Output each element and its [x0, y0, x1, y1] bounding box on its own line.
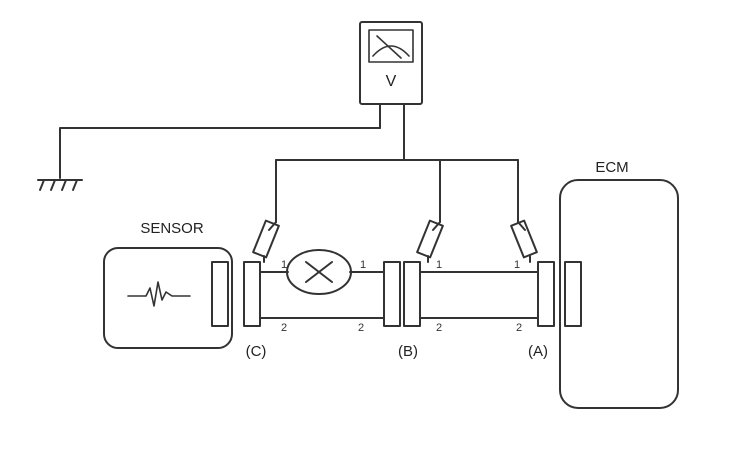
voltmeter-body [359, 21, 423, 105]
terminal-b-2-left: 2 [358, 322, 364, 334]
probe-a [510, 219, 538, 263]
sensor-connector [211, 261, 229, 327]
sensor-label: SENSOR [140, 220, 204, 237]
signal-waveform-icon [127, 281, 191, 307]
terminal-a-2: 2 [516, 322, 522, 334]
connector-b [383, 261, 421, 327]
meter-leads [59, 103, 519, 223]
connector-b-label: (B) [398, 343, 418, 360]
terminal-b-2: 2 [436, 322, 442, 334]
sensor: SENSOR [103, 220, 233, 349]
connector-c [243, 261, 261, 327]
voltmeter: V [359, 21, 423, 105]
voltmeter-needle [376, 35, 402, 59]
terminal-b-1: 1 [436, 259, 442, 271]
ecm-label: ECM [595, 159, 628, 176]
connector-labels: (C) (B) (A) [246, 343, 548, 360]
ecm-connector [564, 261, 582, 327]
voltmeter-dial [368, 29, 414, 63]
probe-b [416, 219, 444, 263]
ground-icon [37, 179, 83, 191]
voltmeter-scale-arc [372, 45, 410, 57]
terminal-c-2: 2 [281, 322, 287, 334]
harness-wires [259, 271, 539, 319]
connector-a-label: (A) [528, 343, 548, 360]
ecm-body [559, 179, 679, 409]
open-circuit-icon [286, 249, 352, 295]
terminal-labels: 1 1 1 1 2 2 2 2 [281, 259, 522, 334]
ecm: ECM [559, 159, 679, 409]
terminal-b-1-left: 1 [360, 259, 366, 271]
terminal-c-1: 1 [281, 259, 287, 271]
connector-a [537, 261, 555, 327]
terminal-a-1: 1 [514, 259, 520, 271]
sensor-body [103, 247, 233, 349]
voltmeter-unit-label: V [386, 73, 397, 90]
probe-c [252, 219, 280, 263]
connector-c-label: (C) [246, 343, 267, 360]
voltmeter-icon [368, 29, 414, 63]
